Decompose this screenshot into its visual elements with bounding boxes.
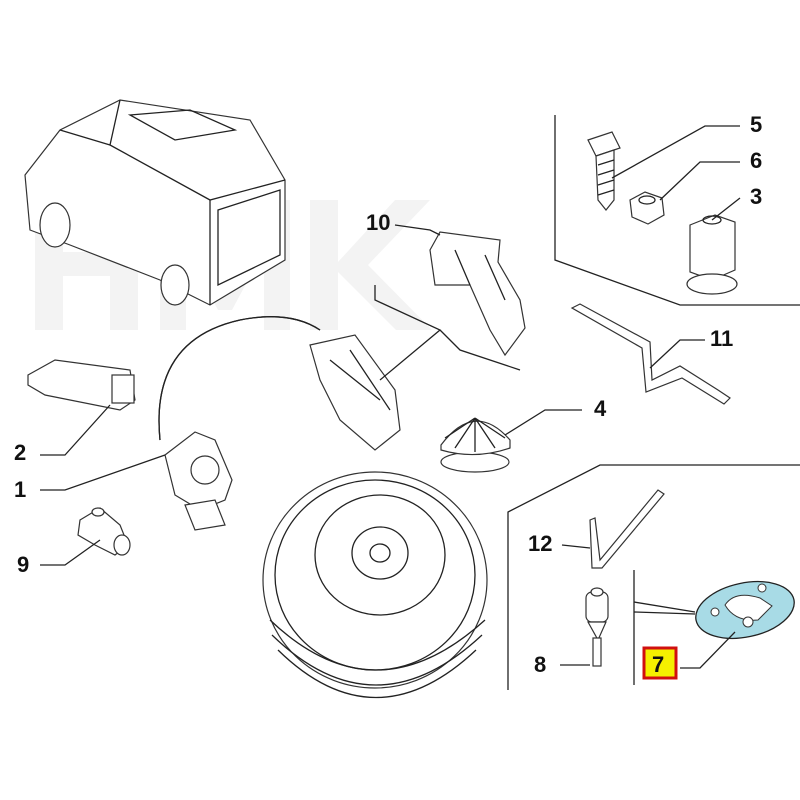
part-5-bolt [587, 131, 621, 211]
callout-7: 7 [652, 652, 664, 677]
van-illustration [24, 99, 286, 306]
callout-7-highlight [642, 646, 678, 680]
callout-10: 10 [366, 210, 390, 235]
callout-2: 2 [14, 440, 26, 465]
part-9-fitting [77, 507, 131, 556]
callout-5: 5 [750, 112, 762, 137]
callout-11: 11 [710, 326, 733, 351]
part-3-insert-nut [686, 214, 738, 295]
part-10-bracket [429, 231, 526, 357]
callout-9: 9 [17, 552, 29, 577]
part-11-rod [570, 303, 731, 405]
callout-1: 1 [14, 477, 26, 502]
part-8-bolt [585, 587, 609, 667]
part-4-pad [440, 417, 511, 473]
spare-wheel [262, 471, 488, 699]
part-6-nut [629, 191, 665, 225]
part-2-bracket [27, 359, 136, 411]
group-bracket-bottom [507, 464, 800, 690]
callout-4: 4 [594, 396, 607, 421]
callout-12: 12 [528, 531, 552, 556]
part-12-key [589, 489, 665, 569]
part-7-plate [695, 580, 795, 640]
callout-labels: 5 6 3 10 11 4 2 1 9 12 8 7 [14, 112, 762, 680]
callout-3: 3 [750, 184, 762, 209]
callout-8: 8 [534, 652, 546, 677]
group-bracket-top [554, 115, 800, 306]
callout-6: 6 [750, 148, 762, 173]
part-1-winch [158, 316, 401, 531]
leader-lines [40, 125, 741, 669]
